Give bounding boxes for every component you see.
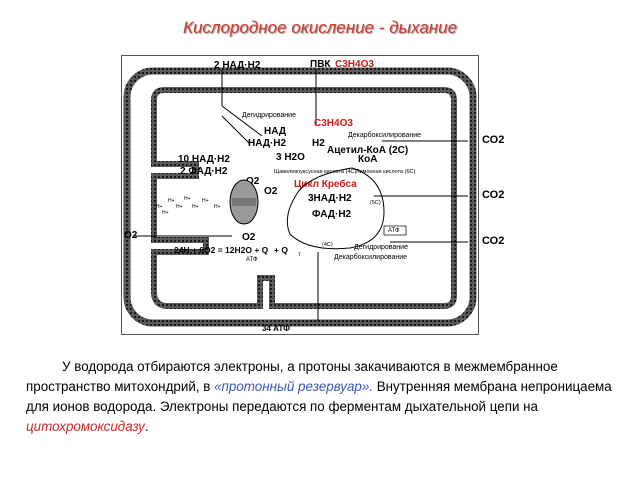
co2-label-2: СО2 bbox=[482, 189, 505, 201]
h2o-label: 3 Н2О bbox=[276, 152, 305, 163]
pvk-formula: C3H4O3 bbox=[335, 59, 374, 70]
outer-membrane bbox=[123, 67, 477, 327]
caption-part-3: Внутренняя мембрана непроницаема для ион… bbox=[26, 379, 612, 414]
h-plus-marker: Н+ bbox=[184, 196, 191, 202]
h-plus-marker: Н+ bbox=[214, 204, 221, 210]
c5-label: (5С) bbox=[370, 200, 381, 206]
atp-small-label: АТФ bbox=[388, 228, 400, 234]
c3h4o3-label: C3H4O3 bbox=[314, 118, 353, 129]
caption-part-5: . bbox=[144, 419, 149, 434]
nad-label: НАД bbox=[264, 126, 286, 137]
krebs-label: Цикл Кребса bbox=[294, 178, 357, 190]
h-plus-marker: Н+ bbox=[192, 204, 199, 210]
q-sub-label: т bbox=[298, 252, 301, 258]
atf-34-label: 34 АТФ bbox=[262, 324, 290, 333]
h-plus-marker: Н+ bbox=[176, 204, 183, 210]
co2-label-3: СО2 bbox=[482, 235, 505, 247]
o2-label-b: О2 bbox=[264, 186, 278, 197]
h-plus-marker: Н+ bbox=[156, 204, 163, 210]
h-plus-marker: Н+ bbox=[162, 210, 169, 216]
plus-q-label: + Q bbox=[274, 245, 288, 255]
caption-part-1: У водорода отбираются электроны, а прото… bbox=[26, 359, 558, 394]
dehydration-label: Дегидрирование bbox=[242, 112, 296, 119]
equation-label: 24Н + 6О2 = 12Н2О + Q bbox=[174, 245, 269, 255]
fadh2-label: 2 ФАД·Н2 bbox=[180, 166, 228, 177]
atf-eq-label: АТФ bbox=[246, 257, 258, 263]
nadh2-label: НАД·Н2 bbox=[248, 138, 286, 149]
o2-left-label: О2 bbox=[124, 230, 138, 241]
caption-text: У водорода отбираются электроны, а прото… bbox=[26, 357, 622, 437]
inner-membrane bbox=[151, 87, 457, 309]
c4-label: (4С) bbox=[322, 242, 333, 248]
page-title: Кислородное окисление - дыхание bbox=[182, 18, 458, 37]
pvk-label: ПВК bbox=[310, 59, 331, 70]
acetyl-coa-label: Ацетил-КоА (2С) bbox=[327, 145, 408, 156]
h-plus-marker: Н+ bbox=[202, 198, 209, 204]
o2-label-c: О2 bbox=[242, 232, 256, 243]
o2-label-a: О2 bbox=[246, 176, 260, 187]
nadh-top-label: 2 НАД·Н2 bbox=[214, 60, 261, 71]
oxaloacetic-label: Щавелевоуксусная кислота (4С) bbox=[274, 169, 356, 175]
dehydration2-label: Дегидрирование bbox=[354, 244, 408, 251]
co2-label-1: СО2 bbox=[482, 134, 505, 146]
caption-proton-reservoir: «протонный резервуар». bbox=[214, 379, 374, 394]
mitochondrion-diagram: 2 НАД·Н2 ПВК C3H4O3 Дегидрирование C3H4O… bbox=[121, 55, 479, 335]
caption-cytochrome-oxidase: цитохромоксидазу bbox=[26, 419, 145, 434]
h-plus-marker: Н+ bbox=[168, 198, 175, 204]
fadh-label: ФАД·Н2 bbox=[312, 209, 352, 220]
decarboxylation-label: Декарбоксилирование bbox=[348, 131, 421, 139]
krebs-cycle-loop bbox=[286, 167, 385, 250]
h2-label: Н2 bbox=[312, 138, 325, 149]
nadh3-label: 3НАД·Н2 bbox=[308, 193, 352, 204]
citric-label: Лимонная кислота (6С) bbox=[356, 169, 416, 175]
koa-label: КоА bbox=[358, 154, 377, 165]
nadh10-label: 10 НАД·Н2 bbox=[178, 154, 230, 165]
mitochondrion-svg: 2 НАД·Н2 ПВК C3H4O3 Дегидрирование C3H4O… bbox=[123, 59, 477, 333]
decarboxylation2-label: Декарбоксилирование bbox=[334, 253, 407, 261]
